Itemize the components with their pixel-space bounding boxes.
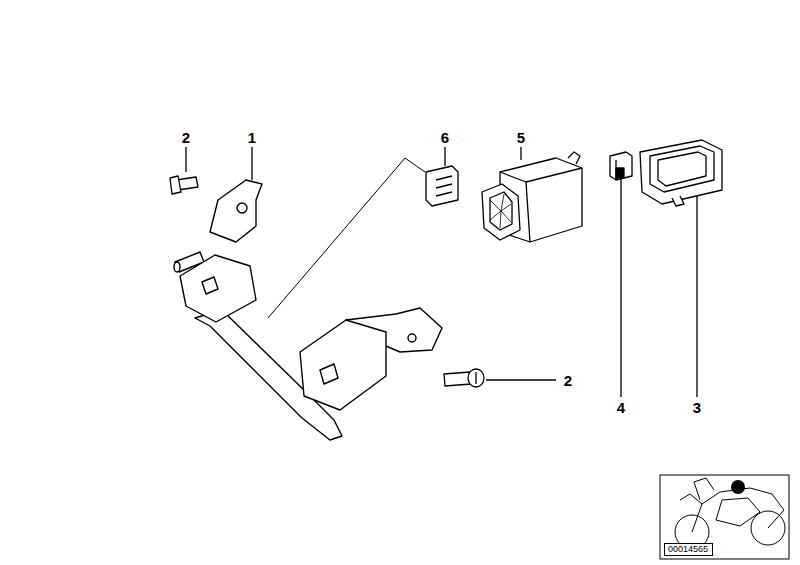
fuse bbox=[616, 168, 624, 178]
leader-lines bbox=[520, 147, 521, 160]
bracket bbox=[237, 203, 247, 213]
drawing-number-box: 00014565 bbox=[664, 543, 713, 556]
clip bbox=[436, 184, 452, 188]
relay bbox=[482, 184, 520, 240]
fuse-holder bbox=[640, 140, 722, 204]
bracket bbox=[210, 180, 262, 242]
bolts bbox=[444, 372, 471, 386]
leader-lines bbox=[185, 147, 186, 172]
bracket bbox=[202, 277, 218, 294]
relay bbox=[501, 204, 511, 211]
fuse bbox=[610, 152, 632, 180]
fuse-holder bbox=[672, 196, 684, 206]
location-inset bbox=[660, 475, 789, 559]
bolts bbox=[170, 176, 484, 387]
bracket bbox=[174, 262, 180, 272]
callout-number: 3 bbox=[693, 400, 701, 415]
bracket bbox=[408, 334, 416, 342]
relay bbox=[482, 152, 582, 242]
bracket bbox=[320, 364, 338, 384]
leader-lines bbox=[696, 180, 697, 397]
bracket bbox=[174, 180, 442, 440]
motorcycle-outline bbox=[694, 478, 714, 500]
relay bbox=[490, 194, 511, 228]
leader-lines bbox=[444, 147, 445, 166]
clip bbox=[426, 166, 458, 206]
callout-number: 1 bbox=[248, 130, 256, 145]
clip bbox=[436, 176, 452, 180]
callout-number: 5 bbox=[517, 130, 525, 145]
relay bbox=[501, 211, 511, 222]
bracket bbox=[180, 255, 256, 322]
fuse-holder bbox=[650, 146, 714, 192]
relay bbox=[500, 211, 501, 228]
relay bbox=[526, 182, 530, 242]
bracket bbox=[300, 320, 386, 410]
clip bbox=[436, 192, 452, 196]
relay bbox=[568, 152, 580, 164]
callout-number: 2 bbox=[564, 373, 572, 388]
leader-lines bbox=[268, 158, 425, 318]
relay bbox=[490, 192, 512, 230]
location-inset bbox=[660, 475, 789, 559]
leader-lines bbox=[251, 147, 252, 180]
fuse bbox=[610, 152, 632, 180]
motorcycle-outline bbox=[716, 498, 760, 526]
leader-lines bbox=[620, 178, 621, 397]
relay bbox=[490, 200, 501, 211]
relay bbox=[501, 194, 504, 211]
location-dot bbox=[731, 480, 745, 494]
fuse-holder bbox=[640, 140, 722, 206]
callout-number: 4 bbox=[617, 400, 625, 415]
drawing-number: 00014565 bbox=[668, 545, 709, 554]
leader-lines bbox=[486, 379, 556, 380]
callout-number: 2 bbox=[182, 130, 190, 145]
motorcycle-outline bbox=[675, 478, 785, 549]
callout-number: 6 bbox=[441, 130, 449, 145]
relay bbox=[490, 211, 501, 220]
motorcycle-outline bbox=[692, 488, 784, 532]
bolts bbox=[468, 369, 484, 387]
clip bbox=[426, 166, 458, 206]
motorcycle-outline bbox=[680, 494, 702, 504]
bolts bbox=[170, 176, 181, 194]
fuse-holder bbox=[658, 152, 706, 186]
bolts bbox=[475, 372, 476, 384]
relay bbox=[500, 168, 582, 182]
